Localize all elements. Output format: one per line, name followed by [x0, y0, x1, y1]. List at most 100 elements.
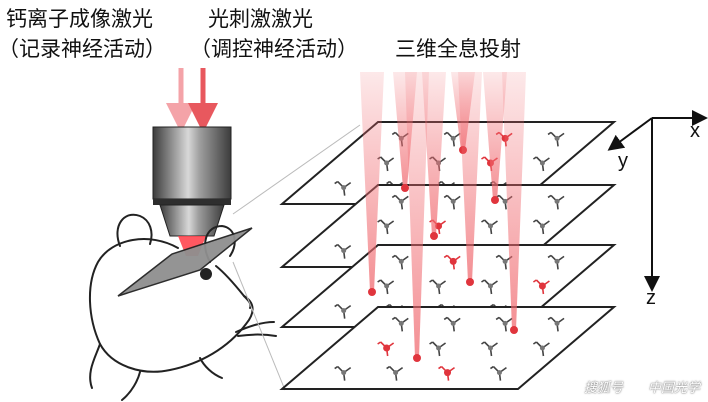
holography-label: 三维全息投射: [395, 37, 521, 61]
light-cone-1: [360, 72, 384, 292]
neuron: [547, 131, 565, 147]
neuron-soma: [393, 370, 399, 376]
neuron-soma: [554, 198, 560, 204]
neuron-soma: [554, 135, 560, 141]
focus-spot-4: [430, 232, 438, 240]
neuron-soma: [487, 345, 493, 351]
neuron-soma: [539, 223, 545, 229]
neuron: [334, 303, 352, 319]
neuron: [481, 341, 498, 357]
neuron: [391, 316, 409, 332]
neuron: [377, 219, 395, 235]
stim-laser-note: （调控神经活动）: [190, 37, 358, 61]
light-cone-8: [502, 72, 526, 330]
microscope-objective: [152, 126, 232, 237]
neuron: [547, 316, 565, 332]
focus-spot-1: [368, 288, 376, 296]
neuron: [547, 194, 565, 210]
focus-spot-8: [510, 326, 518, 334]
neuron-soma: [436, 345, 442, 351]
focal-planes: [279, 121, 617, 390]
target-neuron: [438, 365, 455, 381]
target-neuron-soma: [383, 344, 391, 352]
focal-plane-4: [279, 306, 617, 390]
neuron: [334, 365, 352, 381]
x-axis-label: x: [690, 120, 700, 142]
target-neuron: [532, 279, 550, 295]
y-axis-label: y: [618, 150, 628, 172]
neuron-soma: [436, 283, 442, 289]
stim-laser-label: 光刺激激光: [208, 7, 313, 31]
neuron: [377, 279, 395, 295]
neuron: [532, 219, 550, 235]
zoom-line-bottom: [232, 261, 286, 391]
neuron: [481, 279, 498, 295]
neuron-soma: [384, 160, 390, 166]
light-cone-7: [483, 72, 507, 200]
target-neuron: [443, 254, 461, 270]
focus-spot-2: [401, 184, 409, 192]
tissue-slide: [117, 227, 253, 297]
light-cone-6: [458, 72, 482, 282]
neuron-soma: [398, 198, 404, 204]
circle-icon: [630, 380, 645, 394]
target-neuron-soma: [435, 222, 443, 230]
light-cone-3: [405, 72, 429, 358]
neuron: [489, 365, 507, 381]
calcium-laser-label: 钙离子成像激光: [6, 7, 153, 31]
focus-spot-6: [466, 278, 474, 286]
target-neuron-soma: [449, 257, 457, 265]
neuron-soma: [450, 320, 456, 326]
neuron: [377, 156, 395, 172]
neuron: [443, 131, 461, 147]
neuron: [334, 243, 352, 259]
neuron: [547, 254, 565, 270]
neuron: [391, 194, 409, 210]
neuron-soma: [341, 185, 347, 191]
neuron: [391, 254, 409, 270]
zoom-line-top: [232, 124, 361, 215]
neuron-soma: [502, 198, 508, 204]
neuron-soma: [487, 223, 493, 229]
neuron: [495, 316, 513, 332]
neuron: [386, 365, 404, 381]
target-neuron-soma: [538, 282, 546, 290]
plane-surface: [279, 306, 617, 390]
neuron: [429, 279, 447, 295]
neuron: [443, 194, 461, 210]
neuron-soma: [554, 320, 560, 326]
neuron-soma: [398, 320, 404, 326]
neuron-soma: [502, 320, 508, 326]
neuron: [532, 156, 550, 172]
focus-spot-7: [491, 196, 499, 204]
neuron: [481, 219, 498, 235]
watermark: 搜狐号 中国光学: [584, 377, 700, 396]
neuron-soma: [496, 370, 502, 376]
neuron-soma: [398, 258, 404, 264]
watermark-source: 搜狐号: [583, 381, 623, 396]
neuron-soma: [450, 135, 456, 141]
light-cone-4: [422, 72, 446, 236]
neuron: [443, 316, 461, 332]
z-axis-label: z: [646, 287, 656, 309]
neuron-soma: [487, 283, 493, 289]
neuron-soma: [450, 198, 456, 204]
neuron-soma: [341, 370, 347, 376]
neuron-soma: [341, 248, 347, 254]
neuron-soma: [502, 258, 508, 264]
target-neuron: [377, 341, 395, 357]
neuron-soma: [539, 345, 545, 351]
watermark-account: 中国光学: [647, 381, 700, 396]
neuron-soma: [341, 308, 347, 314]
target-neuron-soma: [444, 369, 452, 377]
neuron-soma: [554, 258, 560, 264]
neuron: [334, 180, 352, 196]
neuron: [495, 254, 513, 270]
neuron-soma: [384, 223, 390, 229]
neuron-soma: [539, 160, 545, 166]
neuron: [429, 341, 447, 357]
xyz-axes: [607, 110, 708, 292]
neuron-soma: [384, 283, 390, 289]
calcium-laser-note: （记录神经活动）: [0, 37, 166, 61]
